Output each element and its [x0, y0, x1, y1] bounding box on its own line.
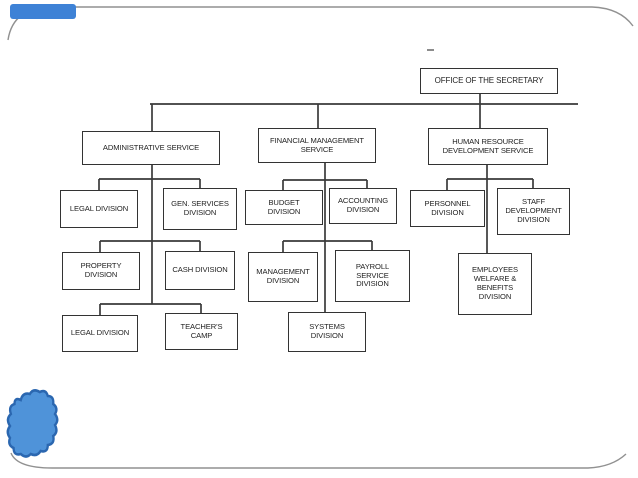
org-node-teachers-camp: TEACHER'S CAMP — [165, 313, 238, 350]
org-node-human-resource-development-service: HUMAN RESOURCE DEVELOPMENT SERVICE — [428, 128, 548, 165]
org-node-management-division: MANAGEMENT DIVISION — [248, 252, 318, 302]
org-node-label: HUMAN RESOURCE DEVELOPMENT SERVICE — [442, 136, 534, 155]
org-node-budget-division: BUDGET DIVISION — [245, 190, 323, 225]
org-node-label: ADMINISTRATIVE SERVICE — [102, 142, 200, 152]
org-node-label: GEN. SERVICES DIVISION — [171, 199, 229, 217]
org-node-label: PROPERTY DIVISION — [80, 261, 122, 279]
org-node-label: ACCOUNTING DIVISION — [337, 196, 389, 214]
org-node-label: LEGAL DIVISION — [69, 203, 129, 213]
org-node-legal-division-upper: LEGAL DIVISION — [60, 190, 138, 228]
org-node-label: SYSTEMS DIVISION — [309, 322, 345, 340]
org-node-administrative-service: ADMINISTRATIVE SERVICE — [82, 131, 220, 165]
org-node-label: CASH DIVISION — [172, 265, 228, 275]
org-node-payroll-service-division: PAYROLL SERVICE DIVISION — [335, 250, 410, 302]
blue-accent-bar — [10, 4, 76, 19]
org-node-financial-management-service: FINANCIAL MANAGEMENT SERVICE — [258, 128, 376, 163]
org-node-office-of-the-secretary: OFFICE OF THE SECRETARY — [420, 68, 558, 94]
org-node-label: PERSONNEL DIVISION — [424, 198, 471, 217]
org-node-personnel-division: PERSONNEL DIVISION — [410, 190, 485, 227]
org-node-label: EMPLOYEES WELFARE & BENEFITS DIVISION — [472, 265, 518, 301]
org-node-staff-development-division: STAFF DEVELOPMENT DIVISION — [497, 188, 570, 235]
org-node-employees-welfare-benefits-division: EMPLOYEES WELFARE & BENEFITS DIVISION — [458, 253, 532, 315]
org-node-label: MANAGEMENT DIVISION — [256, 267, 310, 285]
org-node-label: TEACHER'S CAMP — [180, 321, 223, 340]
page-border-bottom-swoosh — [10, 452, 627, 469]
org-node-label: OFFICE OF THE SECRETARY — [434, 76, 544, 86]
cloud-icon — [6, 389, 59, 458]
org-node-cash-division: CASH DIVISION — [165, 251, 235, 290]
org-node-systems-division: SYSTEMS DIVISION — [288, 312, 366, 352]
org-node-label: STAFF DEVELOPMENT DIVISION — [505, 197, 562, 224]
org-node-label: PAYROLL SERVICE DIVISION — [355, 261, 390, 289]
org-node-gen-services-division: GEN. SERVICES DIVISION — [163, 188, 237, 230]
org-node-label: FINANCIAL MANAGEMENT SERVICE — [270, 135, 364, 154]
org-node-label: LEGAL DIVISION — [70, 328, 130, 338]
org-node-label: BUDGET DIVISION — [267, 197, 301, 216]
org-node-legal-division-lower: LEGAL DIVISION — [62, 315, 138, 352]
org-node-property-division: PROPERTY DIVISION — [62, 252, 140, 290]
org-node-accounting-division: ACCOUNTING DIVISION — [329, 188, 397, 224]
